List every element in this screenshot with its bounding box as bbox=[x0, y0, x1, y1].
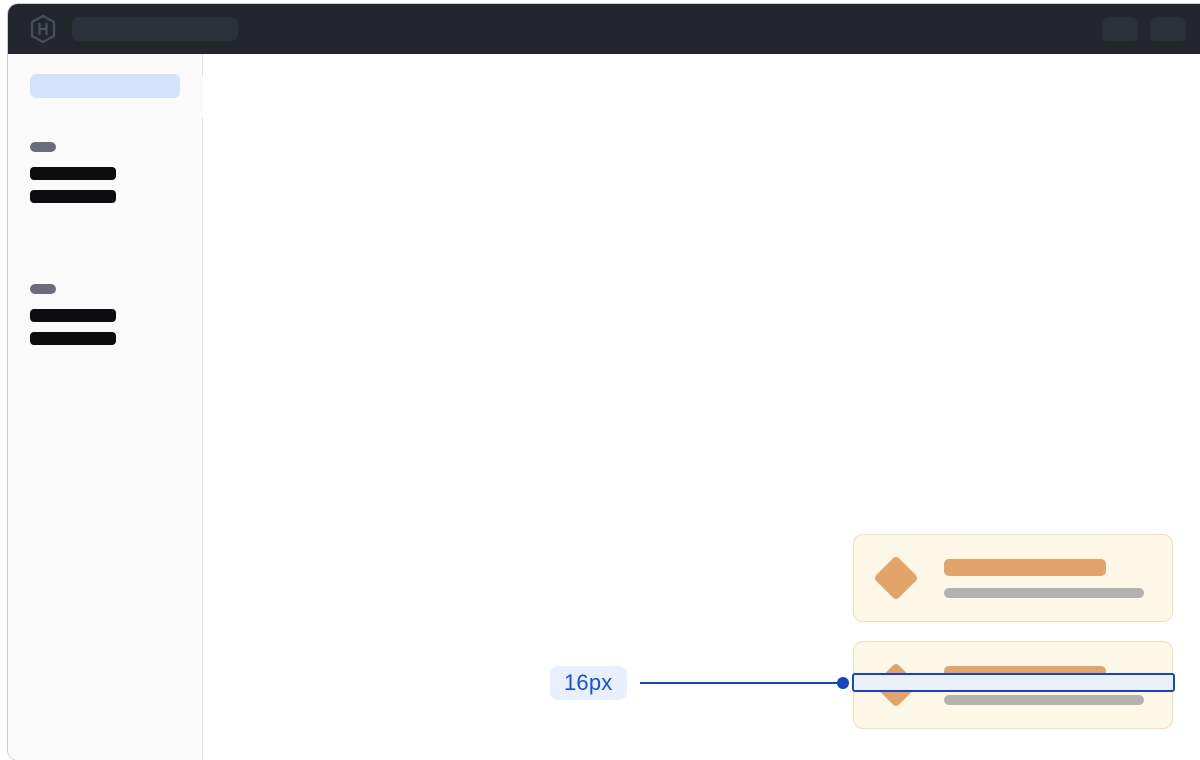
sidebar-item-1-2[interactable] bbox=[30, 190, 116, 203]
sidebar-item-1-1[interactable] bbox=[30, 167, 116, 180]
card-1-secondary-line bbox=[944, 587, 1144, 598]
sidebar-group-2 bbox=[30, 284, 202, 345]
body-area: 16px bbox=[8, 54, 1200, 760]
sidebar-item-2-2[interactable] bbox=[30, 332, 116, 345]
sidebar-item-2-1[interactable] bbox=[30, 309, 116, 322]
card-1-lines bbox=[944, 558, 1144, 598]
card-1[interactable] bbox=[853, 534, 1173, 622]
card-1-primary-line bbox=[944, 558, 1106, 576]
topbar-pill-1[interactable] bbox=[1102, 17, 1138, 41]
topbar bbox=[8, 4, 1200, 54]
spacing-measurement-label: 16px bbox=[550, 666, 627, 700]
sidebar-item-active[interactable] bbox=[30, 74, 180, 98]
sidebar bbox=[8, 54, 216, 760]
canvas: 16px bbox=[203, 54, 1200, 760]
spacing-highlight-box bbox=[852, 673, 1175, 692]
hashicorp-hexagon-logo-icon[interactable] bbox=[30, 14, 56, 44]
sidebar-group-2-label bbox=[30, 284, 56, 294]
spacing-anchor-dot bbox=[837, 677, 849, 689]
spacing-leader-line bbox=[640, 682, 842, 684]
app-window: 16px bbox=[8, 4, 1200, 760]
sidebar-group-1 bbox=[30, 142, 202, 203]
topbar-pill-2[interactable] bbox=[1150, 17, 1186, 41]
card-2-secondary-line bbox=[944, 694, 1144, 705]
search-input[interactable] bbox=[72, 17, 238, 41]
sidebar-group-1-label bbox=[30, 142, 56, 152]
diamond-icon bbox=[873, 555, 919, 601]
